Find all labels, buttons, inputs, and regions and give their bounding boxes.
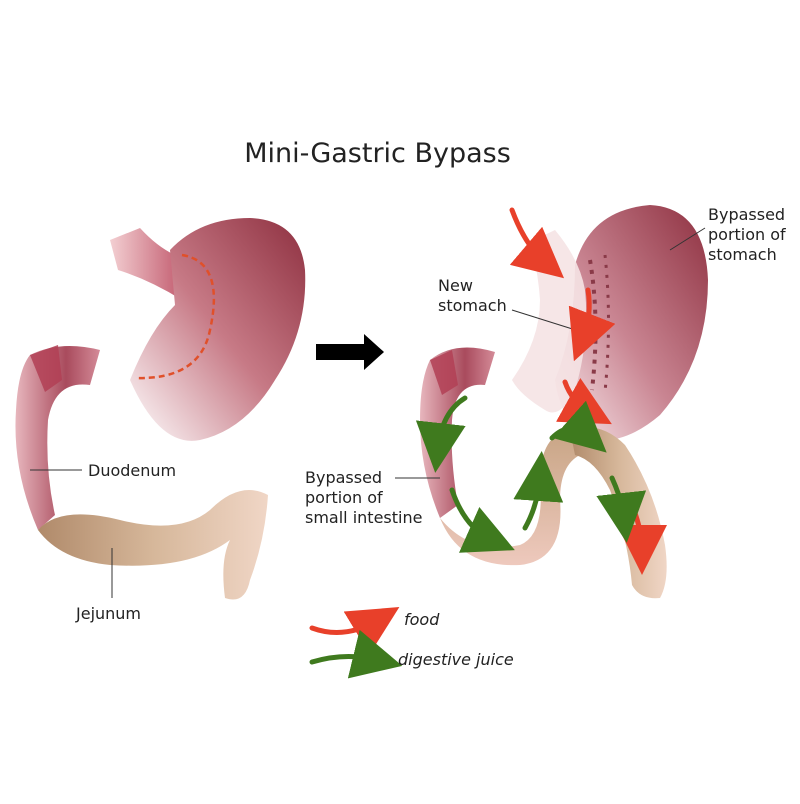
right-duodenum xyxy=(420,347,495,518)
left-duodenum xyxy=(15,346,100,530)
food-arrow-1 xyxy=(509,207,565,279)
juice-arrow-3 xyxy=(513,451,564,531)
juice-arrow-1 xyxy=(415,395,468,473)
legend-food-label: food xyxy=(404,610,440,629)
right-bypassed-limb xyxy=(440,430,580,566)
left-duodenum-cap xyxy=(30,345,62,392)
bypassed-intestine-label: Bypassed portion of small intestine xyxy=(305,468,423,527)
left-jejunum xyxy=(38,490,268,600)
left-stomach xyxy=(130,218,306,441)
food-arrow-2 xyxy=(568,287,616,362)
juice-arrow-5 xyxy=(596,475,647,543)
duodenum-label: Duodenum xyxy=(88,461,177,480)
diagram-title: Mini-Gastric Bypass xyxy=(244,138,511,169)
transition-arrow xyxy=(316,334,384,370)
right-jejunum xyxy=(570,427,667,599)
normal-anatomy xyxy=(15,218,306,600)
legend-juice-label: digestive juice xyxy=(398,650,514,669)
legend-food-arrow xyxy=(309,607,400,655)
bypassed-stomach-label: Bypassed portion of stomach xyxy=(708,205,786,264)
jejunum-label: Jejunum xyxy=(76,604,142,623)
juice-arrow-4 xyxy=(549,400,607,453)
legend-juice-arrow xyxy=(309,629,403,679)
right-duodenum-cap xyxy=(430,350,458,395)
left-esophagus xyxy=(110,228,182,300)
juice-arrow-2 xyxy=(449,487,515,553)
cut-line xyxy=(134,253,216,380)
staple-line-2 xyxy=(603,254,610,393)
new-stomach-label: New stomach xyxy=(438,276,507,315)
bypassed-stomach-leader xyxy=(669,227,706,251)
juice-arrows xyxy=(415,395,647,553)
